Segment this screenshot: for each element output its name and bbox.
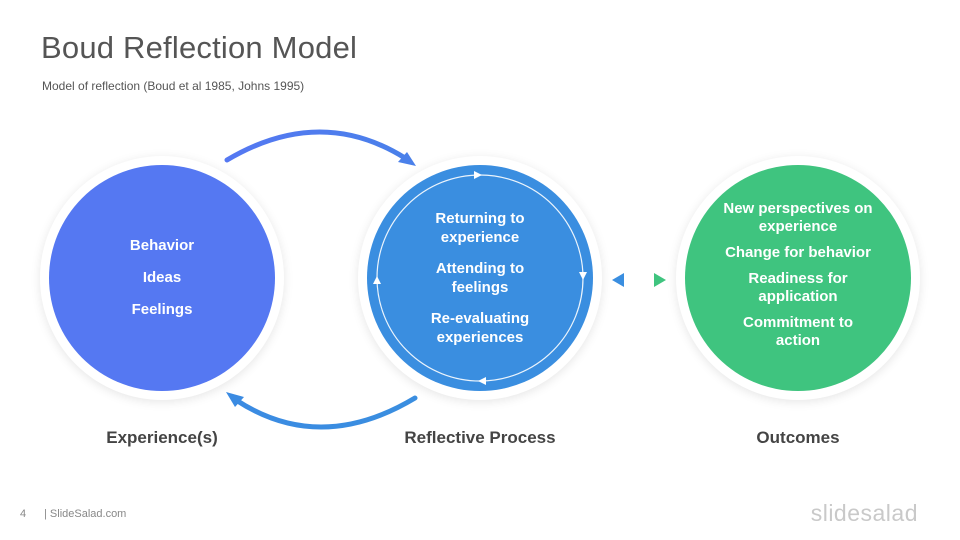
outcomes-item-commitment: Commitment to action xyxy=(743,314,853,349)
double-arrow-left-head xyxy=(612,273,624,287)
reflection-item-returning: Returning to experience xyxy=(435,210,525,246)
outcomes-item-change: Change for behavior xyxy=(725,244,871,261)
experience-item-ideas: Ideas xyxy=(142,269,182,286)
arrow-experience-to-reflection xyxy=(224,129,408,163)
arrow-reflection-to-experience xyxy=(233,395,418,430)
reflection-item-attending: Attending to feelings xyxy=(435,260,525,296)
cycle-arrow-bottom xyxy=(478,377,486,385)
outcomes-item-perspectives: New perspectives on experience xyxy=(723,200,873,235)
arrow-head-top xyxy=(398,152,416,166)
footer-site: | SlideSalad.com xyxy=(44,508,127,520)
experience-item-feelings: Feelings xyxy=(131,301,193,318)
page-number: 4 xyxy=(20,508,27,520)
experience-item-behavior: Behavior xyxy=(129,237,195,254)
slide-title: Boud Reflection Model xyxy=(41,30,358,65)
reflection-circle: Returning to experience Attending to fee… xyxy=(367,165,593,391)
slide-subtitle: Model of reflection (Boud et al 1985, Jo… xyxy=(42,79,305,93)
cycle-arrow-right xyxy=(579,272,587,280)
brand-logo: slidesalad xyxy=(810,500,918,526)
cycle-arrow-top xyxy=(474,171,482,179)
double-arrow-right-head xyxy=(654,273,666,287)
arrow-head-bottom xyxy=(226,392,244,407)
experience-circle: Behavior Ideas Feelings xyxy=(49,165,275,391)
experience-label: Experience(s) xyxy=(106,428,218,447)
reflection-item-reevaluating: Re-evaluating experiences xyxy=(430,310,530,346)
cycle-arrow-left xyxy=(373,276,381,284)
outcomes-item-readiness: Readiness for application xyxy=(748,270,848,305)
outcomes-circle: New perspectives on experience Change fo… xyxy=(685,165,911,391)
outcomes-label: Outcomes xyxy=(756,428,840,447)
reflection-label: Reflective Process xyxy=(404,428,556,447)
